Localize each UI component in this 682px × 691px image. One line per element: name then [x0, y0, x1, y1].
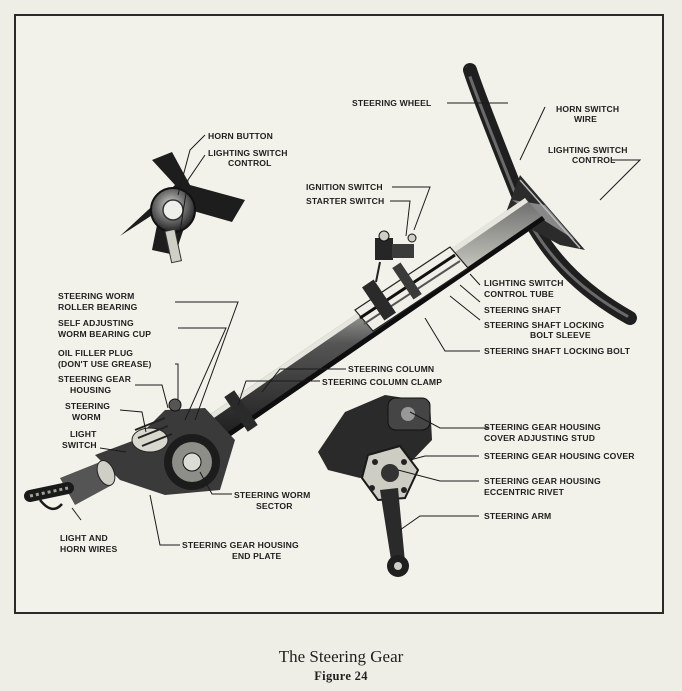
leader-lines	[71, 102, 642, 546]
gear-housing-detail	[318, 395, 432, 502]
label-steering-shaft-locking-bolt-sleeve-2: BOLT SLEEVE	[530, 330, 591, 340]
label-eccentric-rivet-2: ECCENTRIC RIVET	[484, 487, 565, 497]
light-switch-part	[60, 460, 116, 505]
figure-caption-title: The Steering Gear	[278, 647, 404, 666]
label-housing-cover-adjusting-stud-1: STEERING GEAR HOUSING	[484, 422, 601, 432]
steering-column	[205, 198, 545, 440]
label-steering-arm: STEERING ARM	[484, 511, 551, 521]
label-oil-filler-plug-2: (DON'T USE GREASE)	[58, 359, 152, 369]
label-light-switch-1: LIGHT	[70, 429, 97, 439]
label-end-plate-1: STEERING GEAR HOUSING	[182, 540, 299, 550]
label-steering-shaft-locking-bolt-sleeve-1: STEERING SHAFT LOCKING	[484, 320, 604, 330]
label-self-adjusting-worm-bearing-cup-2: WORM BEARING CUP	[58, 329, 151, 339]
horn-button-part	[120, 152, 245, 264]
label-lighting-switch-control-1: LIGHTING SWITCH	[548, 145, 628, 155]
label-ignition-switch: IGNITION SWITCH	[306, 182, 383, 192]
label-steering-worm-1: STEERING	[65, 401, 110, 411]
label-steering-column-clamp: STEERING COLUMN CLAMP	[322, 377, 442, 387]
label-lighting-switch-control-tube-2: CONTROL TUBE	[484, 289, 554, 299]
label-steering-shaft: STEERING SHAFT	[484, 305, 562, 315]
label-end-plate-2: END PLATE	[232, 551, 282, 561]
label-lighting-switch-control-left-2: CONTROL	[228, 158, 272, 168]
label-lighting-switch-control-tube-1: LIGHTING SWITCH	[484, 278, 564, 288]
label-steering-worm-2: WORM	[72, 412, 101, 422]
label-light-and-horn-wires-2: HORN WIRES	[60, 544, 117, 554]
label-steering-wheel: STEERING WHEEL	[352, 98, 431, 108]
ignition-switch-assembly	[375, 230, 417, 283]
label-steering-worm-sector-1: STEERING WORM	[234, 490, 310, 500]
label-horn-switch-wire-1: HORN SWITCH	[556, 104, 619, 114]
label-housing-cover-adjusting-stud-2: COVER ADJUSTING STUD	[484, 433, 595, 443]
label-steering-column: STEERING COLUMN	[348, 364, 434, 374]
label-lighting-switch-control-2: CONTROL	[572, 155, 616, 165]
label-oil-filler-plug-1: OIL FILLER PLUG	[58, 348, 133, 358]
label-lighting-switch-control-left-1: LIGHTING SWITCH	[208, 148, 288, 158]
label-steering-shaft-locking-bolt: STEERING SHAFT LOCKING BOLT	[484, 346, 631, 356]
label-horn-switch-wire-2: WIRE	[574, 114, 597, 124]
label-steering-worm-sector-2: SECTOR	[256, 501, 293, 511]
label-eccentric-rivet-1: STEERING GEAR HOUSING	[484, 476, 601, 486]
steering-arm-part	[380, 488, 409, 577]
label-light-and-horn-wires-1: LIGHT AND	[60, 533, 108, 543]
label-steering-gear-housing-2: HOUSING	[70, 385, 111, 395]
label-horn-button: HORN BUTTON	[208, 131, 273, 141]
label-steering-worm-roller-bearing-2: ROLLER BEARING	[58, 302, 138, 312]
light-and-horn-wires-part	[24, 482, 74, 511]
label-starter-switch: STARTER SWITCH	[306, 196, 384, 206]
label-self-adjusting-worm-bearing-cup-1: SELF ADJUSTING	[58, 318, 134, 328]
figure-frame	[14, 14, 664, 614]
label-steering-worm-roller-bearing-1: STEERING WORM	[58, 291, 134, 301]
label-light-switch-2: SWITCH	[62, 440, 97, 450]
label-housing-cover: STEERING GEAR HOUSING COVER	[484, 451, 635, 461]
figure-number: Figure 24	[314, 669, 368, 683]
label-steering-gear-housing-1: STEERING GEAR	[58, 374, 132, 384]
steering-gear-box	[95, 398, 235, 495]
